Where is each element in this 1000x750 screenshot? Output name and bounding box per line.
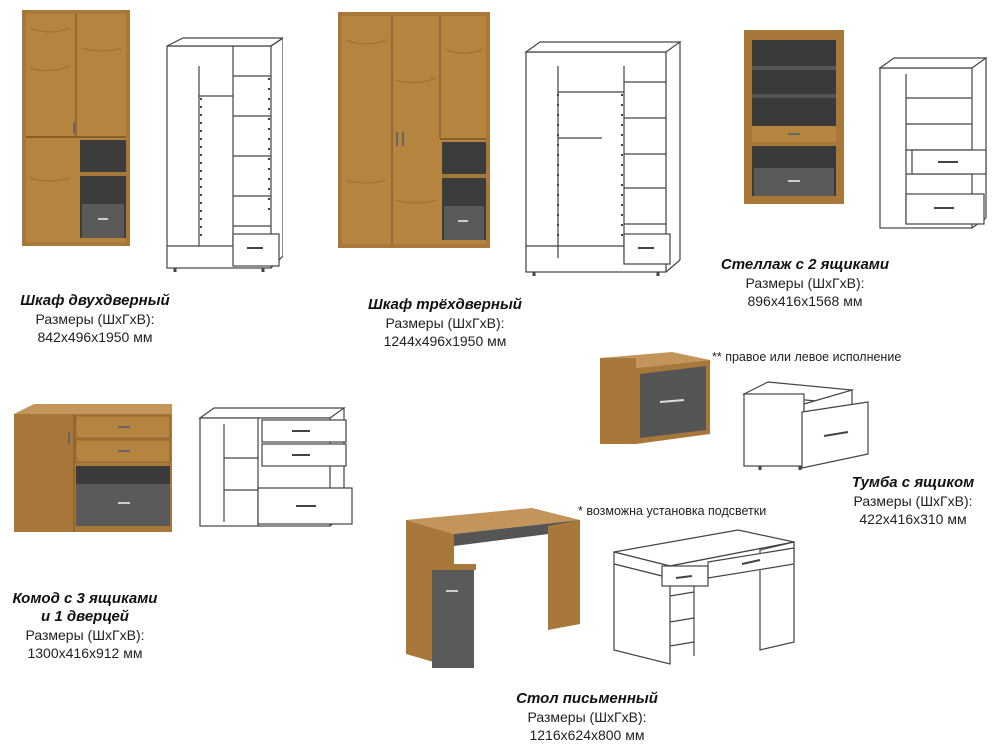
wardrobe-2door-photo: [20, 8, 134, 248]
product-title: Стол письменный: [516, 690, 658, 707]
shelving-caption: Стеллаж с 2 ящиками Размеры (ШхГхВ): 896…: [710, 256, 900, 310]
desk-drawing: [610, 526, 800, 668]
product-dims: 896x416x1568 мм: [747, 293, 863, 309]
product-title: Тумба с ящиком: [851, 474, 975, 491]
product-title-line2: и 1 дверцей: [41, 608, 129, 625]
shelving-drawing: [876, 54, 988, 232]
product-title: Шкаф двухдверный: [20, 292, 170, 309]
wardrobe-3door-photo: [336, 10, 494, 250]
bedside-caption: Тумба с ящиком Размеры (ШхГхВ): 422x416x…: [828, 474, 998, 528]
product-dims: 842x496x1950 мм: [37, 329, 153, 345]
product-dims: 1300x416x912 мм: [27, 645, 143, 661]
product-dims-label: Размеры (ШхГхВ):: [527, 709, 647, 725]
product-title: Стеллаж с 2 ящиками: [720, 256, 890, 273]
desk-photo: [404, 506, 584, 672]
product-dims-label: Размеры (ШхГхВ):: [745, 275, 865, 291]
wardrobe-3door-caption: Шкаф трёхдверный Размеры (ШхГхВ): 1244x4…: [350, 296, 540, 350]
bedside-photo: [596, 350, 714, 446]
product-dims: 1216x624x800 мм: [529, 727, 645, 743]
desk-caption: Стол письменный Размеры (ШхГхВ): 1216x62…: [492, 690, 682, 744]
product-title: Комод с 3 ящиками: [12, 590, 158, 607]
product-dims-label: Размеры (ШхГхВ):: [25, 627, 145, 643]
wardrobe-2door-drawing: [163, 36, 283, 272]
lighting-note: * возможна установка подсветки: [578, 504, 767, 518]
product-dims-label: Размеры (ШхГхВ):: [385, 315, 505, 331]
shelving-photo: [742, 28, 848, 206]
chest-drawing: [196, 404, 354, 530]
chest-caption: Комод с 3 ящиками и 1 дверцей Размеры (Ш…: [0, 590, 170, 662]
bedside-drawing: [740, 380, 872, 472]
product-dims-label: Размеры (ШхГхВ):: [35, 311, 155, 327]
product-title: Шкаф трёхдверный: [368, 296, 522, 313]
wardrobe-2door-caption: Шкаф двухдверный Размеры (ШхГхВ): 842x49…: [10, 292, 180, 346]
orientation-note: ** правое или левое исполнение: [712, 350, 902, 364]
product-dims: 1244x496x1950 мм: [383, 333, 507, 349]
product-dims-label: Размеры (ШхГхВ):: [853, 493, 973, 509]
chest-photo: [10, 402, 176, 534]
product-dims: 422x416x310 мм: [859, 511, 967, 527]
wardrobe-3door-drawing: [522, 38, 682, 276]
